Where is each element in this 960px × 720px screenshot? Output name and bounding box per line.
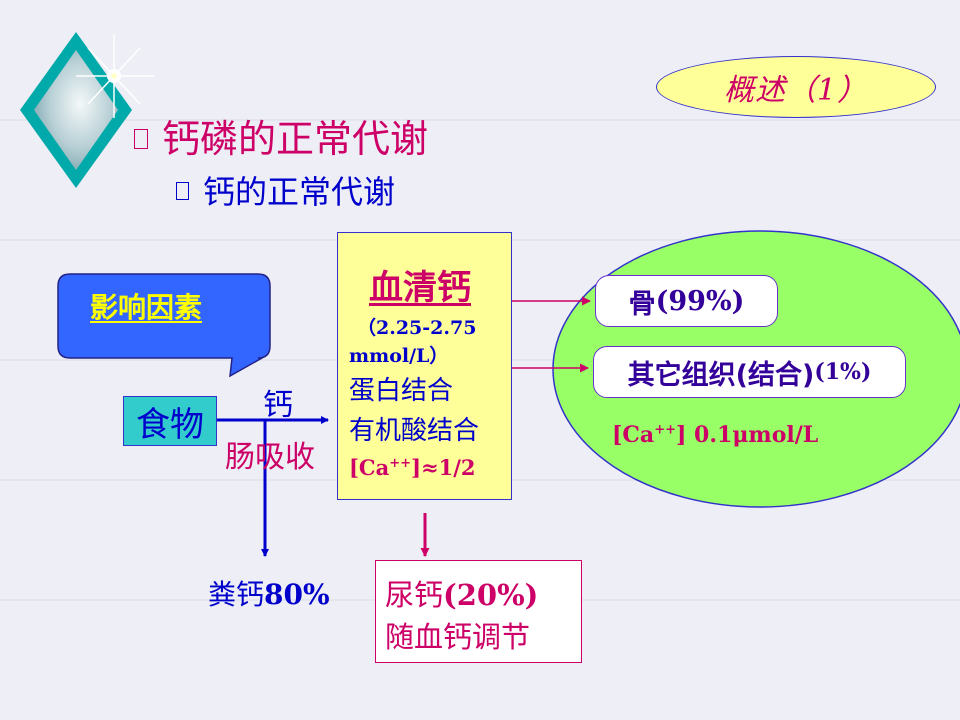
serum-calcium-title: 血清钙 (369, 268, 471, 308)
other-tissue-calcium-pill: 其它组织(结合)(1%) (593, 346, 906, 398)
conc-suffix: ] 0.1μmol/L (675, 422, 819, 448)
page-title: 钙磷的正常代谢 (134, 108, 428, 163)
other-tissue-bound: (结合) (735, 359, 815, 391)
extracellular-calcium-concentration: [Ca++] 0.1μmol/L (612, 422, 818, 448)
bullet-square-icon (176, 182, 189, 200)
diamond-sparkle-icon (20, 32, 154, 188)
serum-organic-acid-bound: 有机酸结合 (349, 416, 480, 446)
section-badge-label: 概述（1） (723, 73, 869, 108)
calcium-label: 钙 (263, 388, 293, 423)
serum-ionized-prefix: [Ca (349, 455, 390, 480)
serum-ionized-calcium: [Ca++]≈1/2 (349, 455, 476, 480)
serum-calcium-range: （2.25-2.75 mmol/L） (349, 314, 507, 370)
factors-label: 影响因素 (90, 291, 203, 324)
fecal-calcium-text: 粪钙 (208, 578, 265, 611)
urine-calcium-note: 随血钙调节 (385, 620, 531, 654)
page-subtitle-text: 钙的正常代谢 (203, 173, 396, 211)
fecal-calcium-percent: 80% (264, 578, 330, 611)
factors-callout (57, 273, 271, 378)
food-box: 食物 (123, 396, 217, 446)
bullet-square-icon (134, 128, 148, 149)
urine-calcium-label: 尿钙(20%) (385, 572, 538, 614)
food-label: 食物 (136, 404, 204, 445)
fecal-calcium-label: 粪钙80% (208, 573, 330, 613)
other-tissue-label: 其它组织 (627, 359, 736, 391)
serum-ionized-suffix: ]≈1/2 (411, 455, 476, 480)
bone-calcium-pill: 骨(99%) (595, 275, 778, 327)
absorption-label: 肠吸收 (225, 440, 315, 475)
conc-sup: ++ (654, 422, 676, 438)
page-subtitle: 钙的正常代谢 (176, 167, 395, 213)
urine-calcium-text: 尿钙 (385, 578, 444, 612)
urine-calcium-box (375, 560, 582, 663)
serum-ionized-sup: ++ (389, 456, 412, 471)
serum-calcium-box (337, 232, 512, 500)
serum-range-line-2: mmol/L） (349, 345, 449, 367)
section-badge: 概述（1） (656, 56, 936, 118)
page-title-text: 钙磷的正常代谢 (162, 117, 429, 161)
urine-calcium-percent: (20%) (443, 578, 539, 612)
serum-range-line-1: （2.25-2.75 (357, 317, 477, 339)
conc-prefix: [Ca (612, 422, 655, 448)
bone-label: 骨 (628, 288, 656, 320)
other-tissue-percent: (1%) (814, 359, 872, 385)
serum-protein-bound: 蛋白结合 (349, 376, 454, 406)
bone-percent: (99%) (655, 285, 745, 317)
